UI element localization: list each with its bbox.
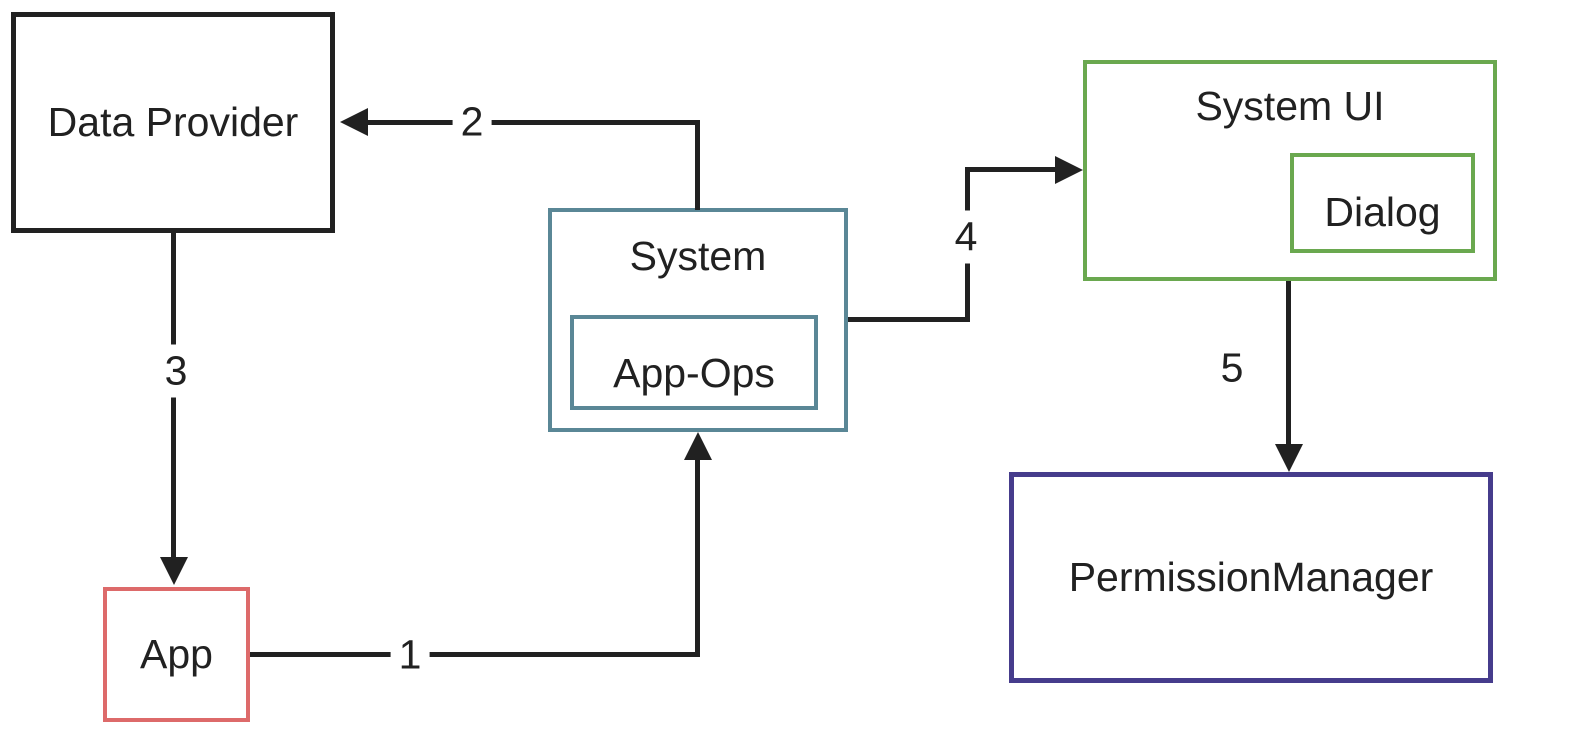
edge-4-label: 4	[950, 210, 982, 264]
edge-1-segment	[695, 460, 700, 657]
edge-1-segment	[250, 652, 700, 657]
node-app-ops: App-Ops	[570, 315, 818, 410]
edge-4-arrowhead-right-icon	[1055, 156, 1083, 184]
node-data-provider: Data Provider	[11, 12, 335, 233]
edge-1-label: 1	[390, 634, 430, 676]
edge-5-segment	[1286, 281, 1291, 444]
node-permission-manager: PermissionManager	[1009, 472, 1493, 683]
app-label: App	[140, 630, 213, 677]
node-system-ui: System UI Dialog	[1083, 60, 1497, 281]
edge-5-arrowhead-down-icon	[1275, 444, 1303, 472]
permission-manager-label: PermissionManager	[1068, 553, 1434, 600]
edge-5-label: 5	[1220, 344, 1244, 391]
edge-2-label: 2	[452, 101, 492, 143]
edge-3-arrowhead-down-icon	[160, 557, 188, 585]
edge-2-segment	[366, 120, 700, 125]
system-label: System	[629, 233, 767, 279]
edge-4-segment	[965, 167, 1055, 172]
node-app: App	[103, 587, 250, 722]
system-ui-label: System UI	[1195, 83, 1385, 129]
edge-3-label: 3	[160, 344, 192, 398]
node-dialog: Dialog	[1290, 153, 1475, 253]
app-ops-label: App-Ops	[613, 349, 775, 396]
dialog-label: Dialog	[1324, 189, 1441, 236]
edge-1-arrowhead-up-icon	[684, 432, 712, 460]
data-provider-label: Data Provider	[47, 98, 299, 145]
edge-4-segment	[848, 317, 970, 322]
node-system: System App-Ops	[548, 208, 848, 432]
edge-2-segment	[695, 120, 700, 210]
edge-2-arrowhead-left-icon	[340, 108, 368, 136]
